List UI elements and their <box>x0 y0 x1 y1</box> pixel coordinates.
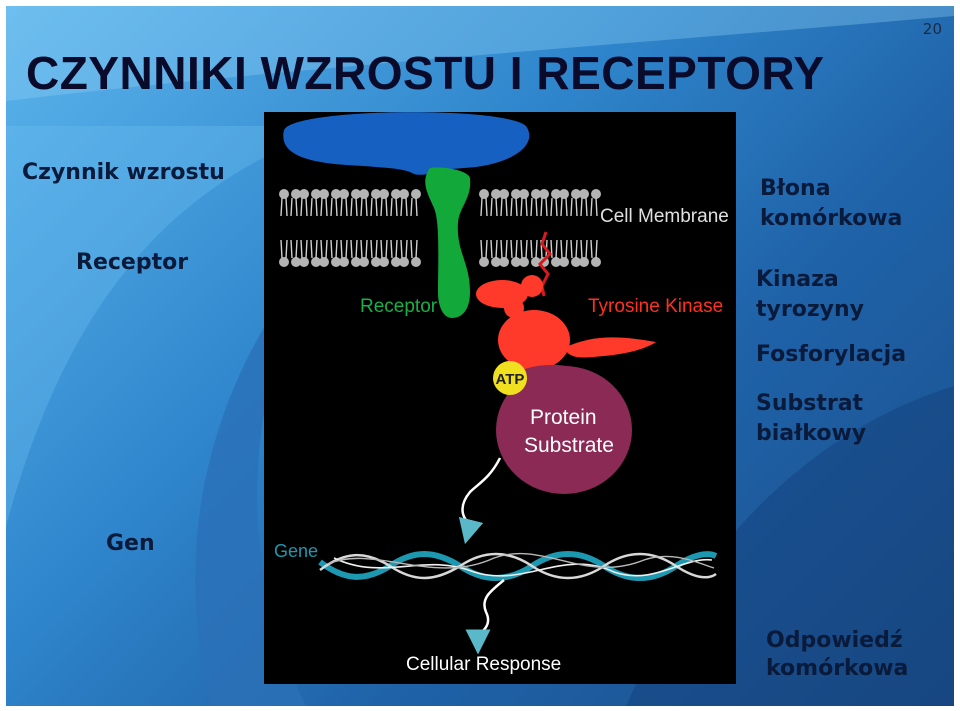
label-response-line2: komórkowa <box>766 656 909 681</box>
label-substrate-line2: białkowy <box>756 421 867 446</box>
atp-circle <box>493 361 527 395</box>
receptor-shape <box>425 167 471 318</box>
cell-membrane <box>279 189 601 267</box>
protein-substrate-shape <box>496 366 632 494</box>
cellular-response-label: Cellular Response <box>406 654 561 675</box>
protein-label-line1: Protein <box>530 406 597 429</box>
label-kinase-line1: Kinaza <box>756 267 839 292</box>
label-substrate-line1: Substrat <box>756 391 864 416</box>
label-membrane-line2: komórkowa <box>760 206 903 231</box>
cell-membrane-label: Cell Membrane <box>600 206 729 227</box>
label-growth-factor: Czynnik wzrostu <box>22 160 225 185</box>
protein-label-line2: Substrate <box>524 434 614 457</box>
slide: 20 CZYNNIKI WZROSTU I RECEPTORY Czynnik … <box>6 6 954 706</box>
slide-number: 20 <box>922 20 942 38</box>
page-title: CZYNNIKI WZROSTU I RECEPTORY <box>26 47 825 99</box>
growth-factor-shape <box>283 112 530 175</box>
dna-double-helix <box>318 551 718 581</box>
signal-arrow-1 <box>458 457 502 545</box>
label-membrane-line1: Błona <box>760 176 831 201</box>
background-swooshes <box>6 6 954 706</box>
tyrosine-kinase-label: Tyrosine Kinase <box>588 296 723 317</box>
label-receptor: Receptor <box>76 250 189 275</box>
label-gene: Gen <box>106 531 155 556</box>
gene-label: Gene <box>274 541 318 561</box>
label-phosphorylation: Fosforylacja <box>756 342 907 367</box>
label-response-line1: Odpowiedź <box>766 628 903 653</box>
tyrosine-kinase-shape <box>476 275 656 370</box>
signal-arrow-2 <box>465 579 505 655</box>
label-kinase-line2: tyrozyny <box>756 297 864 322</box>
atp-label: ATP <box>496 371 525 388</box>
signaling-diagram: ATP Protein Substrate Cell Membrane Rece… <box>264 112 736 684</box>
receptor-label: Receptor <box>360 296 438 317</box>
